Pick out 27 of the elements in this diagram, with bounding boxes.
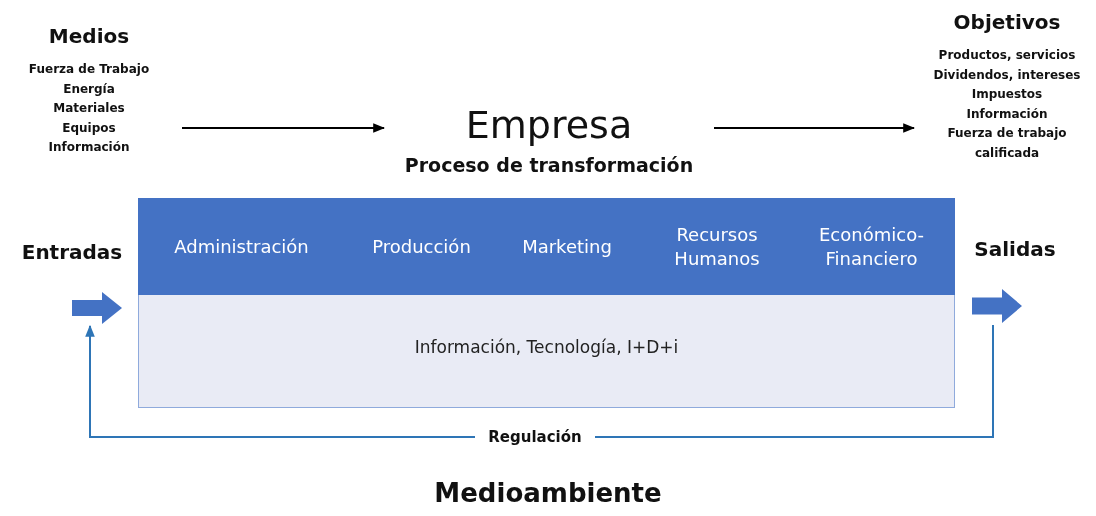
box-text: Información, Tecnología, I+D+i (413, 337, 680, 357)
subtitle: Proceso de transformación (403, 153, 695, 178)
list-item: Impuestos (971, 86, 1043, 103)
list-item: Dividendos, intereses (933, 66, 1081, 84)
area-label: Recursos Humanos (673, 223, 761, 271)
area-label: Producción (372, 235, 471, 259)
edge-label: Regulación (475, 426, 595, 448)
list-item: Productos, servicios (938, 47, 1076, 64)
title-text: Empresa (464, 102, 634, 149)
area-label: Económico-Financiero (818, 223, 925, 271)
heading: Medios (48, 23, 130, 50)
list-item: Información (48, 139, 130, 156)
list-item: Fuerza de Trabajo (28, 61, 150, 78)
list-item: Materiales (53, 100, 125, 117)
side-label: Salidas (973, 237, 1057, 261)
list-item: Fuerza de trabajo calificada (946, 125, 1068, 162)
arrow (181, 123, 386, 133)
side-label: Entradas (20, 240, 124, 264)
arrow (85, 324, 994, 438)
area-label: Marketing (522, 235, 612, 259)
list-item: Información (966, 105, 1048, 123)
area-label: Administración (174, 235, 309, 259)
list-item: Energía (63, 80, 115, 98)
footer-title: Medioambiente (433, 478, 663, 508)
list-item: Equipos (62, 119, 116, 137)
arrow (713, 123, 916, 133)
heading: Objetivos (953, 9, 1061, 36)
